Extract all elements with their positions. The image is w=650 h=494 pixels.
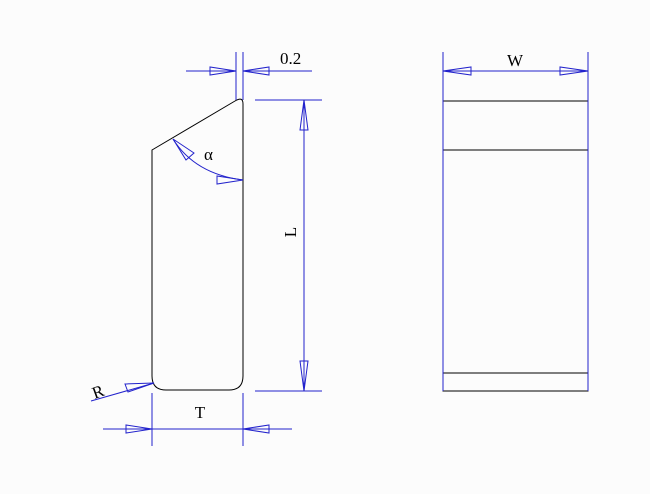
arrowhead xyxy=(216,175,244,185)
arrowhead xyxy=(299,99,309,131)
arrowhead xyxy=(299,360,309,392)
radius-label: R xyxy=(90,381,108,403)
arrowhead xyxy=(559,66,589,76)
tip-offset-dimension: 0.2 xyxy=(186,49,312,100)
tip-offset-label: 0.2 xyxy=(280,49,301,68)
thickness-label: T xyxy=(195,403,206,422)
arrowhead xyxy=(209,66,237,76)
arrowhead xyxy=(172,138,195,161)
width-label: W xyxy=(507,51,524,70)
width-dimension: W xyxy=(442,51,589,391)
angle-label: α xyxy=(204,145,213,164)
side-view xyxy=(151,98,244,391)
arrowhead xyxy=(124,382,155,393)
insert-side-outline xyxy=(151,98,244,391)
angle-dimension: α xyxy=(172,138,244,185)
arrowhead xyxy=(242,66,270,76)
arrowhead xyxy=(125,424,153,434)
front-view xyxy=(442,100,589,392)
length-label: L xyxy=(281,227,300,237)
arrowhead xyxy=(442,66,472,76)
insert-front-outline xyxy=(442,100,589,392)
arrowhead xyxy=(242,424,270,434)
radius-dimension: R xyxy=(90,381,155,403)
length-dimension: L xyxy=(255,99,322,392)
leader-line xyxy=(90,382,155,402)
thickness-dimension: T xyxy=(103,393,292,446)
